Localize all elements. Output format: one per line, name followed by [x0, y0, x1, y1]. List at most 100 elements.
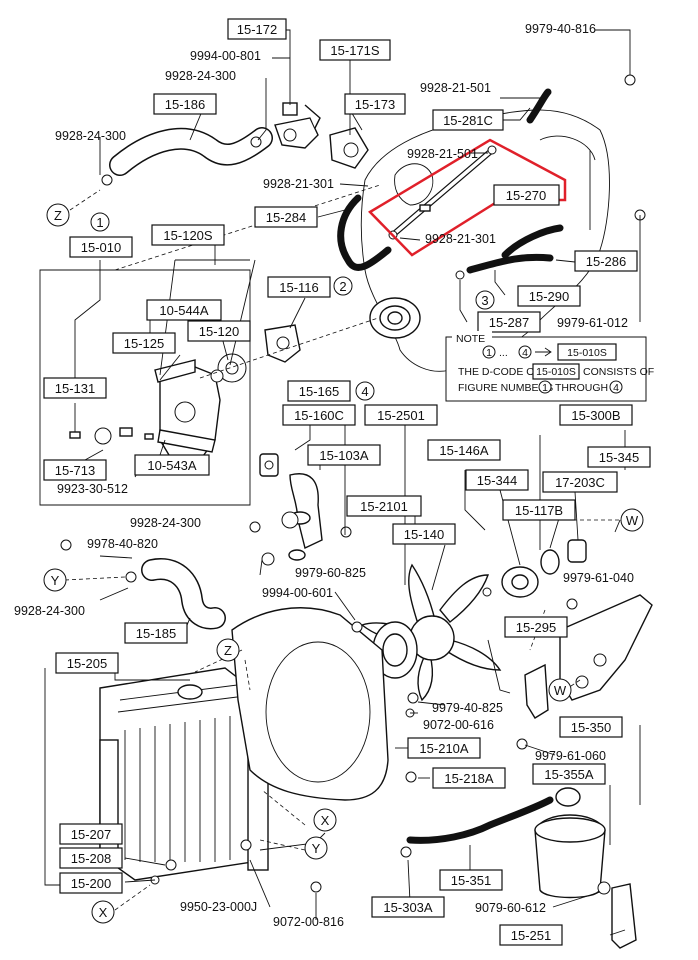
- plain-part-labels: 9979-40-816 9994-00-801 9928-24-300 9928…: [14, 22, 634, 929]
- label-9928-21-501[interactable]: 9928-21-501: [407, 147, 478, 161]
- label-9979-61-040[interactable]: 9979-61-040: [563, 571, 634, 585]
- svg-text:15-207: 15-207: [71, 827, 111, 842]
- svg-text:15-131: 15-131: [55, 381, 95, 396]
- label-15-351[interactable]: 15-351: [439, 869, 503, 891]
- label-15-303A[interactable]: 15-303A: [371, 896, 445, 918]
- label-15-208[interactable]: 15-208: [59, 847, 123, 869]
- label-15-171S[interactable]: 15-171S: [319, 39, 391, 61]
- water-outlet-parts: [274, 102, 369, 169]
- label-10-543A[interactable]: 10-543A: [134, 454, 210, 476]
- label-15-117B[interactable]: 15-117B: [502, 499, 576, 521]
- label-15-284[interactable]: 15-284: [254, 206, 318, 228]
- label-9979-61-012[interactable]: 9979-61-012: [557, 316, 628, 330]
- ref-circle-y-mid[interactable]: Y: [304, 836, 328, 860]
- label-15-165[interactable]: 15-165: [287, 380, 351, 402]
- label-9928-24-300[interactable]: 9928-24-300: [14, 604, 85, 618]
- label-15-344[interactable]: 15-344: [465, 469, 529, 491]
- label-15-350[interactable]: 15-350: [559, 716, 623, 738]
- label-9928-21-501[interactable]: 9928-21-501: [420, 81, 491, 95]
- svg-text:W: W: [626, 513, 639, 528]
- label-9928-24-300[interactable]: 9928-24-300: [165, 69, 236, 83]
- label-15-290[interactable]: 15-290: [517, 285, 581, 307]
- label-9928-24-300[interactable]: 9928-24-300: [130, 516, 201, 530]
- label-9923-30-512[interactable]: 9923-30-512: [57, 482, 128, 496]
- label-15-173[interactable]: 15-173: [344, 93, 406, 115]
- ref-circle-z-top[interactable]: Z: [46, 203, 70, 227]
- label-9979-40-825[interactable]: 9979-40-825: [432, 701, 503, 715]
- label-15-010[interactable]: 15-010: [69, 236, 133, 258]
- label-9928-24-300[interactable]: 9928-24-300: [55, 129, 126, 143]
- note-ref-1[interactable]: 15-010S: [567, 347, 607, 359]
- label-9928-21-301[interactable]: 9928-21-301: [263, 177, 334, 191]
- label-15-131[interactable]: 15-131: [43, 377, 107, 399]
- label-9994-00-801[interactable]: 9994-00-801: [190, 49, 261, 63]
- svg-text:THE D-CODE OF: THE D-CODE OF: [458, 366, 541, 378]
- label-9979-40-816[interactable]: 9979-40-816: [525, 22, 596, 36]
- svg-text:W: W: [554, 683, 567, 698]
- water-pump-assembly: [69, 324, 301, 466]
- svg-text:15-251: 15-251: [511, 928, 551, 943]
- label-9979-61-060[interactable]: 9979-61-060: [535, 749, 606, 763]
- label-17-203C[interactable]: 17-203C: [542, 471, 618, 493]
- label-9072-00-816[interactable]: 9072-00-816: [273, 915, 344, 929]
- label-15-103A[interactable]: 15-103A: [307, 444, 381, 466]
- label-15-286[interactable]: 15-286: [574, 250, 638, 272]
- label-15-120S[interactable]: 15-120S: [151, 224, 225, 246]
- ref-circle-x-bottom[interactable]: X: [91, 900, 115, 924]
- svg-text:10-543A: 10-543A: [147, 458, 196, 473]
- ref-circle-4[interactable]: 4: [355, 381, 375, 401]
- label-9950-23-000J[interactable]: 9950-23-000J: [180, 900, 257, 914]
- label-15-295[interactable]: 15-295: [504, 616, 568, 638]
- svg-text:15-160C: 15-160C: [294, 408, 344, 423]
- svg-text:15-186: 15-186: [165, 97, 205, 112]
- label-15-218A[interactable]: 15-218A: [432, 767, 506, 789]
- note-ref-2[interactable]: 15-010S: [536, 366, 576, 378]
- label-15-300B[interactable]: 15-300B: [559, 404, 633, 426]
- ref-circle-x-mid[interactable]: X: [313, 808, 337, 832]
- label-15-200[interactable]: 15-200: [59, 872, 123, 894]
- label-15-172[interactable]: 15-172: [227, 18, 287, 40]
- label-15-270[interactable]: 15-270: [493, 184, 560, 206]
- label-9994-00-601[interactable]: 9994-00-601: [262, 586, 333, 600]
- label-15-125[interactable]: 15-125: [112, 332, 176, 354]
- label-15-713[interactable]: 15-713: [43, 459, 107, 481]
- svg-text:15-351: 15-351: [451, 873, 491, 888]
- ref-circle-1[interactable]: 1: [90, 212, 110, 232]
- ref-circle-y-left[interactable]: Y: [43, 568, 67, 592]
- label-15-251[interactable]: 15-251: [499, 924, 563, 946]
- label-15-2101[interactable]: 15-2101: [346, 495, 422, 517]
- ref-circle-w-right[interactable]: W: [620, 508, 644, 532]
- ref-circle-z-mid[interactable]: Z: [216, 638, 240, 662]
- label-15-185[interactable]: 15-185: [124, 622, 188, 644]
- svg-text:15-284: 15-284: [266, 210, 306, 225]
- label-15-146A[interactable]: 15-146A: [427, 439, 501, 461]
- label-15-140[interactable]: 15-140: [392, 523, 456, 545]
- ref-circle-w-mid[interactable]: W: [548, 678, 572, 702]
- label-15-116[interactable]: 15-116: [267, 276, 331, 298]
- water-pipe-15-270: [388, 145, 497, 240]
- bypass-hoses: [337, 88, 591, 280]
- label-15-287[interactable]: 15-287: [477, 311, 541, 333]
- label-15-160C[interactable]: 15-160C: [282, 404, 356, 426]
- label-15-210A[interactable]: 15-210A: [407, 737, 481, 759]
- upper-hose-15-186: [101, 127, 273, 186]
- svg-text:2: 2: [339, 279, 346, 294]
- label-10-544A[interactable]: 10-544A: [146, 299, 222, 321]
- svg-text:15-172: 15-172: [237, 22, 277, 37]
- label-15-207[interactable]: 15-207: [59, 823, 123, 845]
- label-15-345[interactable]: 15-345: [587, 446, 651, 468]
- label-9072-00-616[interactable]: 9072-00-616: [423, 718, 494, 732]
- label-9978-40-820[interactable]: 9978-40-820: [87, 537, 158, 551]
- label-15-2501[interactable]: 15-2501: [364, 404, 438, 426]
- label-15-281C[interactable]: 15-281C: [432, 109, 504, 131]
- label-9928-21-301[interactable]: 9928-21-301: [425, 232, 496, 246]
- label-15-186[interactable]: 15-186: [153, 93, 217, 115]
- ref-circle-2[interactable]: 2: [333, 276, 353, 296]
- svg-text:X: X: [99, 905, 108, 920]
- label-15-205[interactable]: 15-205: [55, 652, 119, 674]
- ref-circle-3[interactable]: 3: [475, 290, 495, 310]
- label-15-355A[interactable]: 15-355A: [532, 763, 606, 785]
- label-9979-60-825[interactable]: 9979-60-825: [295, 566, 366, 580]
- label-15-120[interactable]: 15-120: [187, 320, 251, 342]
- label-9079-60-612[interactable]: 9079-60-612: [475, 901, 546, 915]
